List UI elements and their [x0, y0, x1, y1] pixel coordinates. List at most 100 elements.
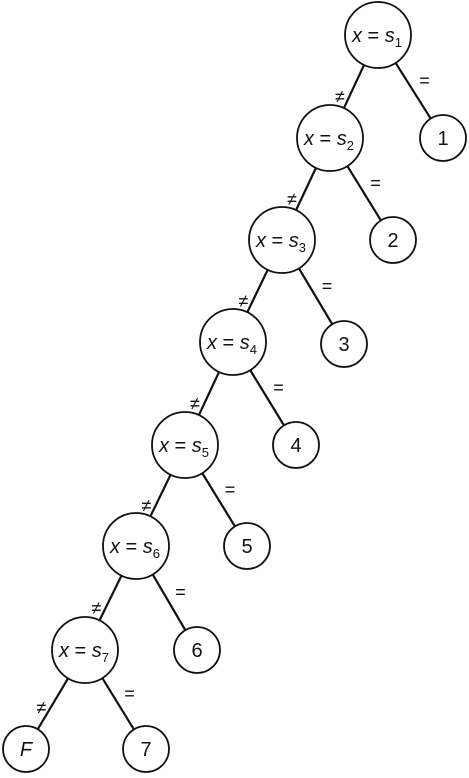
- edge-eq-6: [151, 573, 187, 631]
- edge-neq-1: [342, 64, 366, 109]
- test-symbol: s: [192, 435, 202, 457]
- test-node-circle: [199, 308, 267, 376]
- test-subscript: 6: [153, 546, 160, 561]
- neq-label-1: ≠: [335, 87, 345, 107]
- leaf-node-circle: [223, 522, 271, 570]
- neq-label-4: ≠: [190, 394, 200, 414]
- test-var: x: [109, 536, 121, 558]
- test-var: x: [303, 128, 315, 150]
- leaf-node-4: 4: [272, 421, 320, 469]
- leaf-node-1: 1: [419, 114, 467, 162]
- edge-eq-7: [101, 677, 135, 730]
- test-node-label: x = s2: [303, 128, 354, 153]
- test-op: =: [120, 536, 143, 558]
- test-subscript: 5: [202, 445, 209, 460]
- leaf-node-circle: [419, 114, 467, 162]
- test-node-3: x = s3: [248, 206, 316, 274]
- leaf-node-circle: [272, 421, 320, 469]
- leaf-node-5: 5: [223, 522, 271, 570]
- leaf-node-7: 7: [122, 725, 170, 773]
- test-subscript: 7: [102, 650, 109, 665]
- leaf-node-label: 5: [241, 536, 252, 558]
- test-node-5: x = s5: [151, 411, 219, 479]
- neq-label-3: ≠: [239, 291, 249, 311]
- leaf-node-3: 3: [320, 320, 368, 368]
- eq-label-1: =: [419, 71, 430, 91]
- edges: [36, 62, 432, 730]
- test-subscript: 4: [250, 342, 257, 357]
- eq-label-3: =: [322, 276, 333, 296]
- test-symbol: s: [92, 640, 102, 662]
- test-node-label: x = s5: [158, 435, 209, 460]
- leaf-node-circle: [173, 626, 221, 674]
- test-op: =: [69, 640, 92, 662]
- test-node-circle: [344, 1, 412, 69]
- edge-eq-3: [297, 267, 334, 325]
- edge-neq-5: [149, 474, 172, 517]
- edge-neq-2: [295, 167, 317, 211]
- leaf-node-6: 6: [173, 626, 221, 674]
- leaf-node-label: 7: [140, 739, 151, 761]
- leaf-node-label: 6: [191, 640, 202, 662]
- edge-eq-5: [201, 472, 236, 527]
- test-symbol: s: [143, 536, 153, 558]
- test-node-7: x = s7: [51, 616, 119, 684]
- test-op: =: [314, 128, 337, 150]
- test-symbol: s: [240, 332, 250, 354]
- test-node-circle: [296, 104, 364, 172]
- fail-leaf-label: F: [20, 739, 34, 761]
- test-subscript: 2: [347, 138, 354, 153]
- fail-leaf-node: F: [2, 725, 50, 773]
- edge-neq-4: [197, 371, 221, 416]
- edge-neq-3: [246, 269, 269, 313]
- test-var: x: [351, 25, 363, 47]
- test-node-label: x = s3: [255, 230, 306, 255]
- edge-eq-4: [249, 369, 285, 426]
- test-subscript: 1: [395, 35, 402, 50]
- test-node-6: x = s6: [102, 512, 170, 580]
- test-op: =: [169, 435, 192, 457]
- test-node-label: x = s1: [351, 25, 402, 50]
- edge-labels: = = ≠ = ≠ = ≠ = ≠ = ≠ = ≠ ≠: [37, 71, 430, 718]
- fail-leaf-circle: [2, 725, 50, 773]
- neq-label-6: ≠: [92, 598, 102, 618]
- eq-label-4: =: [273, 378, 284, 398]
- neq-label-2: ≠: [287, 189, 297, 209]
- leaf-node-label: 4: [290, 435, 301, 457]
- leaf-node-label: 2: [387, 230, 398, 252]
- test-symbol: s: [385, 25, 395, 47]
- test-node-label: x = s7: [58, 640, 109, 665]
- test-symbol: s: [289, 230, 299, 252]
- neq-label-5: ≠: [142, 496, 152, 516]
- test-subscript: 3: [299, 240, 306, 255]
- edge-neq-6: [98, 575, 123, 621]
- test-op: =: [362, 25, 385, 47]
- test-var: x: [58, 640, 70, 662]
- test-op: =: [217, 332, 240, 354]
- leaf-node-circle: [122, 725, 170, 773]
- edge-neq-7: [36, 677, 70, 730]
- leaf-node-label: 1: [437, 128, 448, 150]
- leaf-node-circle: [320, 320, 368, 368]
- test-node-circle: [151, 411, 219, 479]
- eq-label-5: =: [225, 480, 236, 500]
- test-node-circle: [51, 616, 119, 684]
- test-node-circle: [248, 206, 316, 274]
- leaf-node-label: 3: [338, 334, 349, 356]
- eq-label-7: =: [124, 684, 135, 704]
- test-node-label: x = s4: [206, 332, 257, 357]
- edge-eq-1: [394, 62, 432, 120]
- eq-label-6: =: [175, 582, 186, 602]
- edge-eq-2: [346, 165, 382, 222]
- leaf-node-circle: [369, 216, 417, 264]
- test-node-label: x = s6: [109, 536, 160, 561]
- neq-label-7: ≠: [37, 698, 47, 718]
- test-node-1: x = s1: [344, 1, 412, 69]
- leaf-node-2: 2: [369, 216, 417, 264]
- eq-label-2: =: [370, 173, 381, 193]
- test-node-circle: [102, 512, 170, 580]
- test-var: x: [255, 230, 267, 252]
- test-op: =: [266, 230, 289, 252]
